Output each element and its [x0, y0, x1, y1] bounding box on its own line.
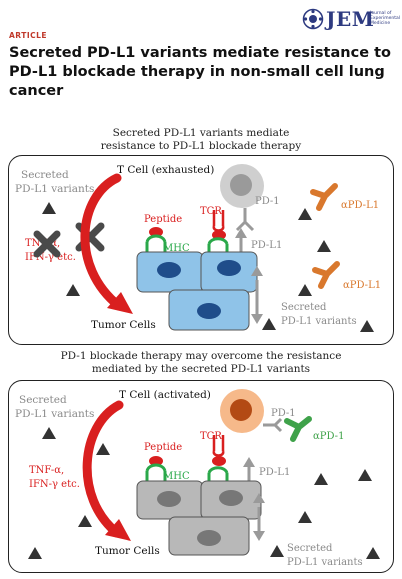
peptide-icon [149, 456, 163, 466]
triangle-icon [358, 469, 372, 481]
bottom-secreted-label-2: PD-L1 variants [15, 408, 94, 420]
article-type-label: ARTICLE [9, 31, 48, 40]
top-secreted-right-1: Secreted [281, 302, 327, 313]
bottom-antibody-label: αPD-1 [313, 431, 344, 442]
mhc-icon [145, 463, 167, 481]
triangle-icon [42, 427, 56, 439]
bottom-mhc-label: MHC [163, 471, 190, 482]
triangle-icon [42, 202, 56, 214]
top-tumor-label: Tumor Cells [91, 319, 156, 331]
journal-subtitle: Journal of Experimental Medicine [370, 11, 401, 26]
journal-name: JEM [326, 7, 375, 31]
bottom-tumor-label: Tumor Cells [95, 545, 160, 557]
double-arrow-icon [253, 493, 265, 541]
article-title: Secreted PD-L1 variants mediate resistan… [9, 45, 391, 99]
red-curved-arrow [82, 400, 131, 541]
top-antibody-label-1: αPD-L1 [341, 200, 379, 211]
bottom-tcell-label: T Cell (activated) [119, 389, 211, 401]
bottom-panel: Secreted PD-L1 variants T Cell (activate… [8, 380, 394, 573]
triangle-icon [78, 515, 92, 527]
anti-pdl1-antibody-icon [312, 261, 340, 289]
triangle-icon [360, 320, 374, 332]
mhc-icon [145, 234, 167, 252]
top-pdl1-label: PD-L1 [251, 240, 282, 251]
bottom-panel-caption: PD-1 blockade therapy may overcome the r… [0, 350, 402, 376]
pd1-receptor-icon [235, 208, 255, 232]
top-panel-caption: Secreted PD-L1 variants mediate resistan… [0, 127, 402, 153]
triangle-icon [314, 473, 328, 485]
top-tcell-label: T Cell (exhausted) [117, 164, 214, 176]
top-cytokine-2: IFN-γ etc. [25, 252, 76, 263]
triangle-icon [28, 547, 42, 559]
pdl1-arrow-icon [235, 228, 247, 252]
tcr-receptor-icon [212, 435, 225, 457]
mhc-icon [207, 466, 229, 481]
triangle-icon [298, 208, 312, 220]
bottom-caption-line2: mediated by the secreted PD-L1 variants [91, 363, 311, 375]
tumor-cells-gray [136, 480, 262, 556]
pd1-receptor-icon [263, 417, 283, 433]
top-secreted-label-2: PD-L1 variants [15, 183, 94, 195]
anti-pdl1-antibody-icon [310, 183, 338, 211]
peptide-icon [149, 227, 163, 237]
top-secreted-label-1: Secreted [21, 169, 69, 181]
bottom-secreted-right-1: Secreted [287, 543, 333, 554]
bottom-cytokine-2: IFN-γ etc. [29, 479, 80, 490]
secreted-variant-triangles [42, 202, 374, 332]
top-panel-diagram: Secreted PD-L1 variants T Cell (exhauste… [15, 164, 381, 332]
triangle-icon [366, 547, 380, 559]
blocked-x-icon [33, 230, 61, 258]
bottom-cytokine-1: TNF-α, [29, 465, 64, 476]
bottom-peptide-label: Peptide [144, 442, 182, 453]
activated-tcell [220, 389, 264, 433]
top-tcr-label: TCR [200, 206, 222, 217]
secreted-variant-triangles [28, 427, 380, 559]
triangle-icon [270, 545, 284, 557]
bottom-pdl1-label: PD-L1 [259, 467, 290, 478]
bottom-pd1-label: PD-1 [271, 408, 296, 419]
journal-emblem-icon [302, 8, 324, 30]
triangle-icon [298, 511, 312, 523]
top-pd1-label: PD-1 [255, 196, 280, 207]
pdl1-arrow-icon [243, 457, 255, 481]
triangle-icon [317, 240, 331, 252]
triangle-icon [262, 318, 276, 330]
exhausted-tcell [220, 164, 264, 208]
journal-logo: JEM Journal of Experimental Medicine [302, 6, 400, 32]
bottom-secreted-right-2: PD-L1 variants [287, 557, 363, 568]
top-caption-line1: Secreted PD-L1 variants mediate [112, 127, 290, 139]
mhc-icon [207, 237, 229, 252]
triangle-icon [96, 443, 110, 455]
bottom-secreted-label-1: Secreted [19, 394, 67, 406]
top-panel: Secreted PD-L1 variants T Cell (exhauste… [8, 155, 394, 345]
top-caption-line2: resistance to PD-L1 blockade therapy [100, 140, 302, 152]
bottom-tcr-label: TCR [200, 431, 222, 442]
anti-pd1-antibody-icon [284, 416, 312, 442]
peptide-icon [212, 456, 226, 466]
triangle-icon [298, 284, 312, 296]
bottom-panel-diagram: Secreted PD-L1 variants T Cell (activate… [15, 389, 380, 568]
top-peptide-label: Peptide [144, 214, 182, 225]
top-secreted-right-2: PD-L1 variants [281, 316, 357, 327]
bottom-caption-line1: PD-1 blockade therapy may overcome the r… [60, 350, 342, 362]
top-mhc-label: MHC [163, 243, 190, 254]
tumor-cells-blue [136, 251, 258, 331]
top-antibody-label-2: αPD-L1 [343, 280, 381, 291]
triangle-icon [66, 284, 80, 296]
red-curved-arrow [80, 173, 133, 314]
double-arrow-icon [251, 266, 263, 324]
